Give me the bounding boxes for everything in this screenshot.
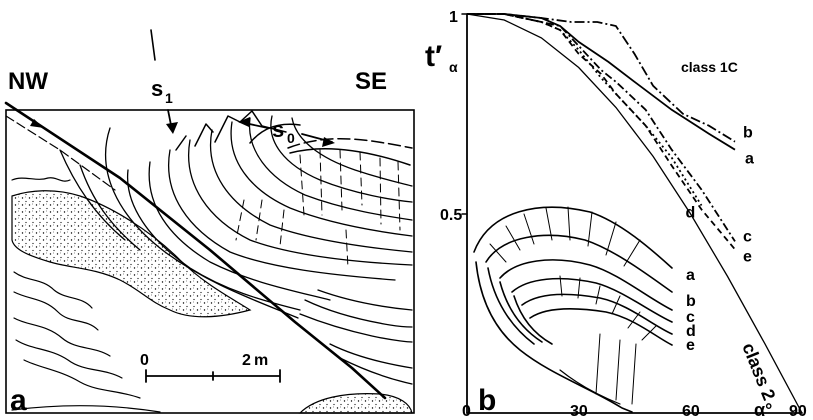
scale-unit-label: m — [254, 352, 268, 369]
panel-a-frame — [5, 109, 415, 414]
footwall-layers — [11, 177, 161, 413]
inset-label-e: e — [686, 337, 695, 354]
x-axis-title: α° — [754, 400, 772, 420]
s1-label: s — [151, 76, 163, 101]
fault-arrowhead — [30, 119, 44, 128]
s1-subscript: 1 — [165, 90, 173, 106]
series-line-b — [467, 13, 736, 143]
y-tick-label-1: 1 — [449, 9, 458, 26]
series-line-class-2 — [466, 13, 803, 414]
y-tick-label-half: 0.5 — [440, 207, 462, 224]
scale-bar — [145, 369, 281, 383]
direction-nw-label: NW — [8, 68, 48, 95]
x-tick-label-0: 0 — [462, 403, 471, 420]
series-line-a — [467, 13, 736, 151]
series-label-a: a — [745, 151, 754, 168]
inset-radial-ticks — [489, 206, 657, 405]
thrust-fault-line — [4, 101, 387, 400]
series-line-c — [467, 13, 736, 242]
panel-b-label: b — [478, 384, 496, 417]
s0-subscript: 0 — [287, 130, 295, 146]
x-tick-label-30: 30 — [570, 403, 588, 420]
inset-label-b: b — [686, 293, 696, 310]
x-tick-label-90: 90 — [789, 403, 807, 420]
fold-layers — [59, 115, 413, 385]
scale-zero-label: 0 — [140, 352, 149, 369]
s1-pointer-line — [150, 29, 156, 61]
direction-se-label: SE — [355, 68, 387, 95]
stippled-sandstone-body — [11, 190, 252, 318]
inset-label-a: a — [686, 267, 695, 284]
s1-arrowhead — [166, 122, 178, 134]
x-tick-label-60: 60 — [682, 403, 700, 420]
class-1c-annotation: class 1C — [681, 59, 738, 75]
series-label-e: e — [743, 248, 752, 265]
series-line-e — [467, 13, 736, 250]
y-axis-title: t′ — [425, 40, 442, 73]
cleavage-traces — [235, 149, 401, 269]
inset-label-c: c — [686, 309, 695, 326]
series-label-b: b — [743, 125, 753, 142]
series-label-c: c — [743, 228, 752, 245]
stippled-lower-right-body — [298, 393, 413, 414]
panel-a-label: a — [10, 384, 27, 417]
s0-arrowhead-left — [238, 117, 250, 127]
s0-label: s — [272, 117, 284, 142]
y-axis-title-subscript: α — [449, 59, 458, 75]
s0-arrowhead-right — [322, 137, 335, 147]
class-2-annotation: class 2 — [738, 340, 779, 403]
inset-fold-profiles — [473, 206, 673, 413]
panel-a-field-sketch: NW SE s 1 s 0 0 2 m a — [4, 29, 415, 417]
inset-label-d: d — [686, 323, 696, 340]
fault-upper-trace — [5, 115, 116, 191]
scale-end-label: 2 — [242, 352, 251, 369]
